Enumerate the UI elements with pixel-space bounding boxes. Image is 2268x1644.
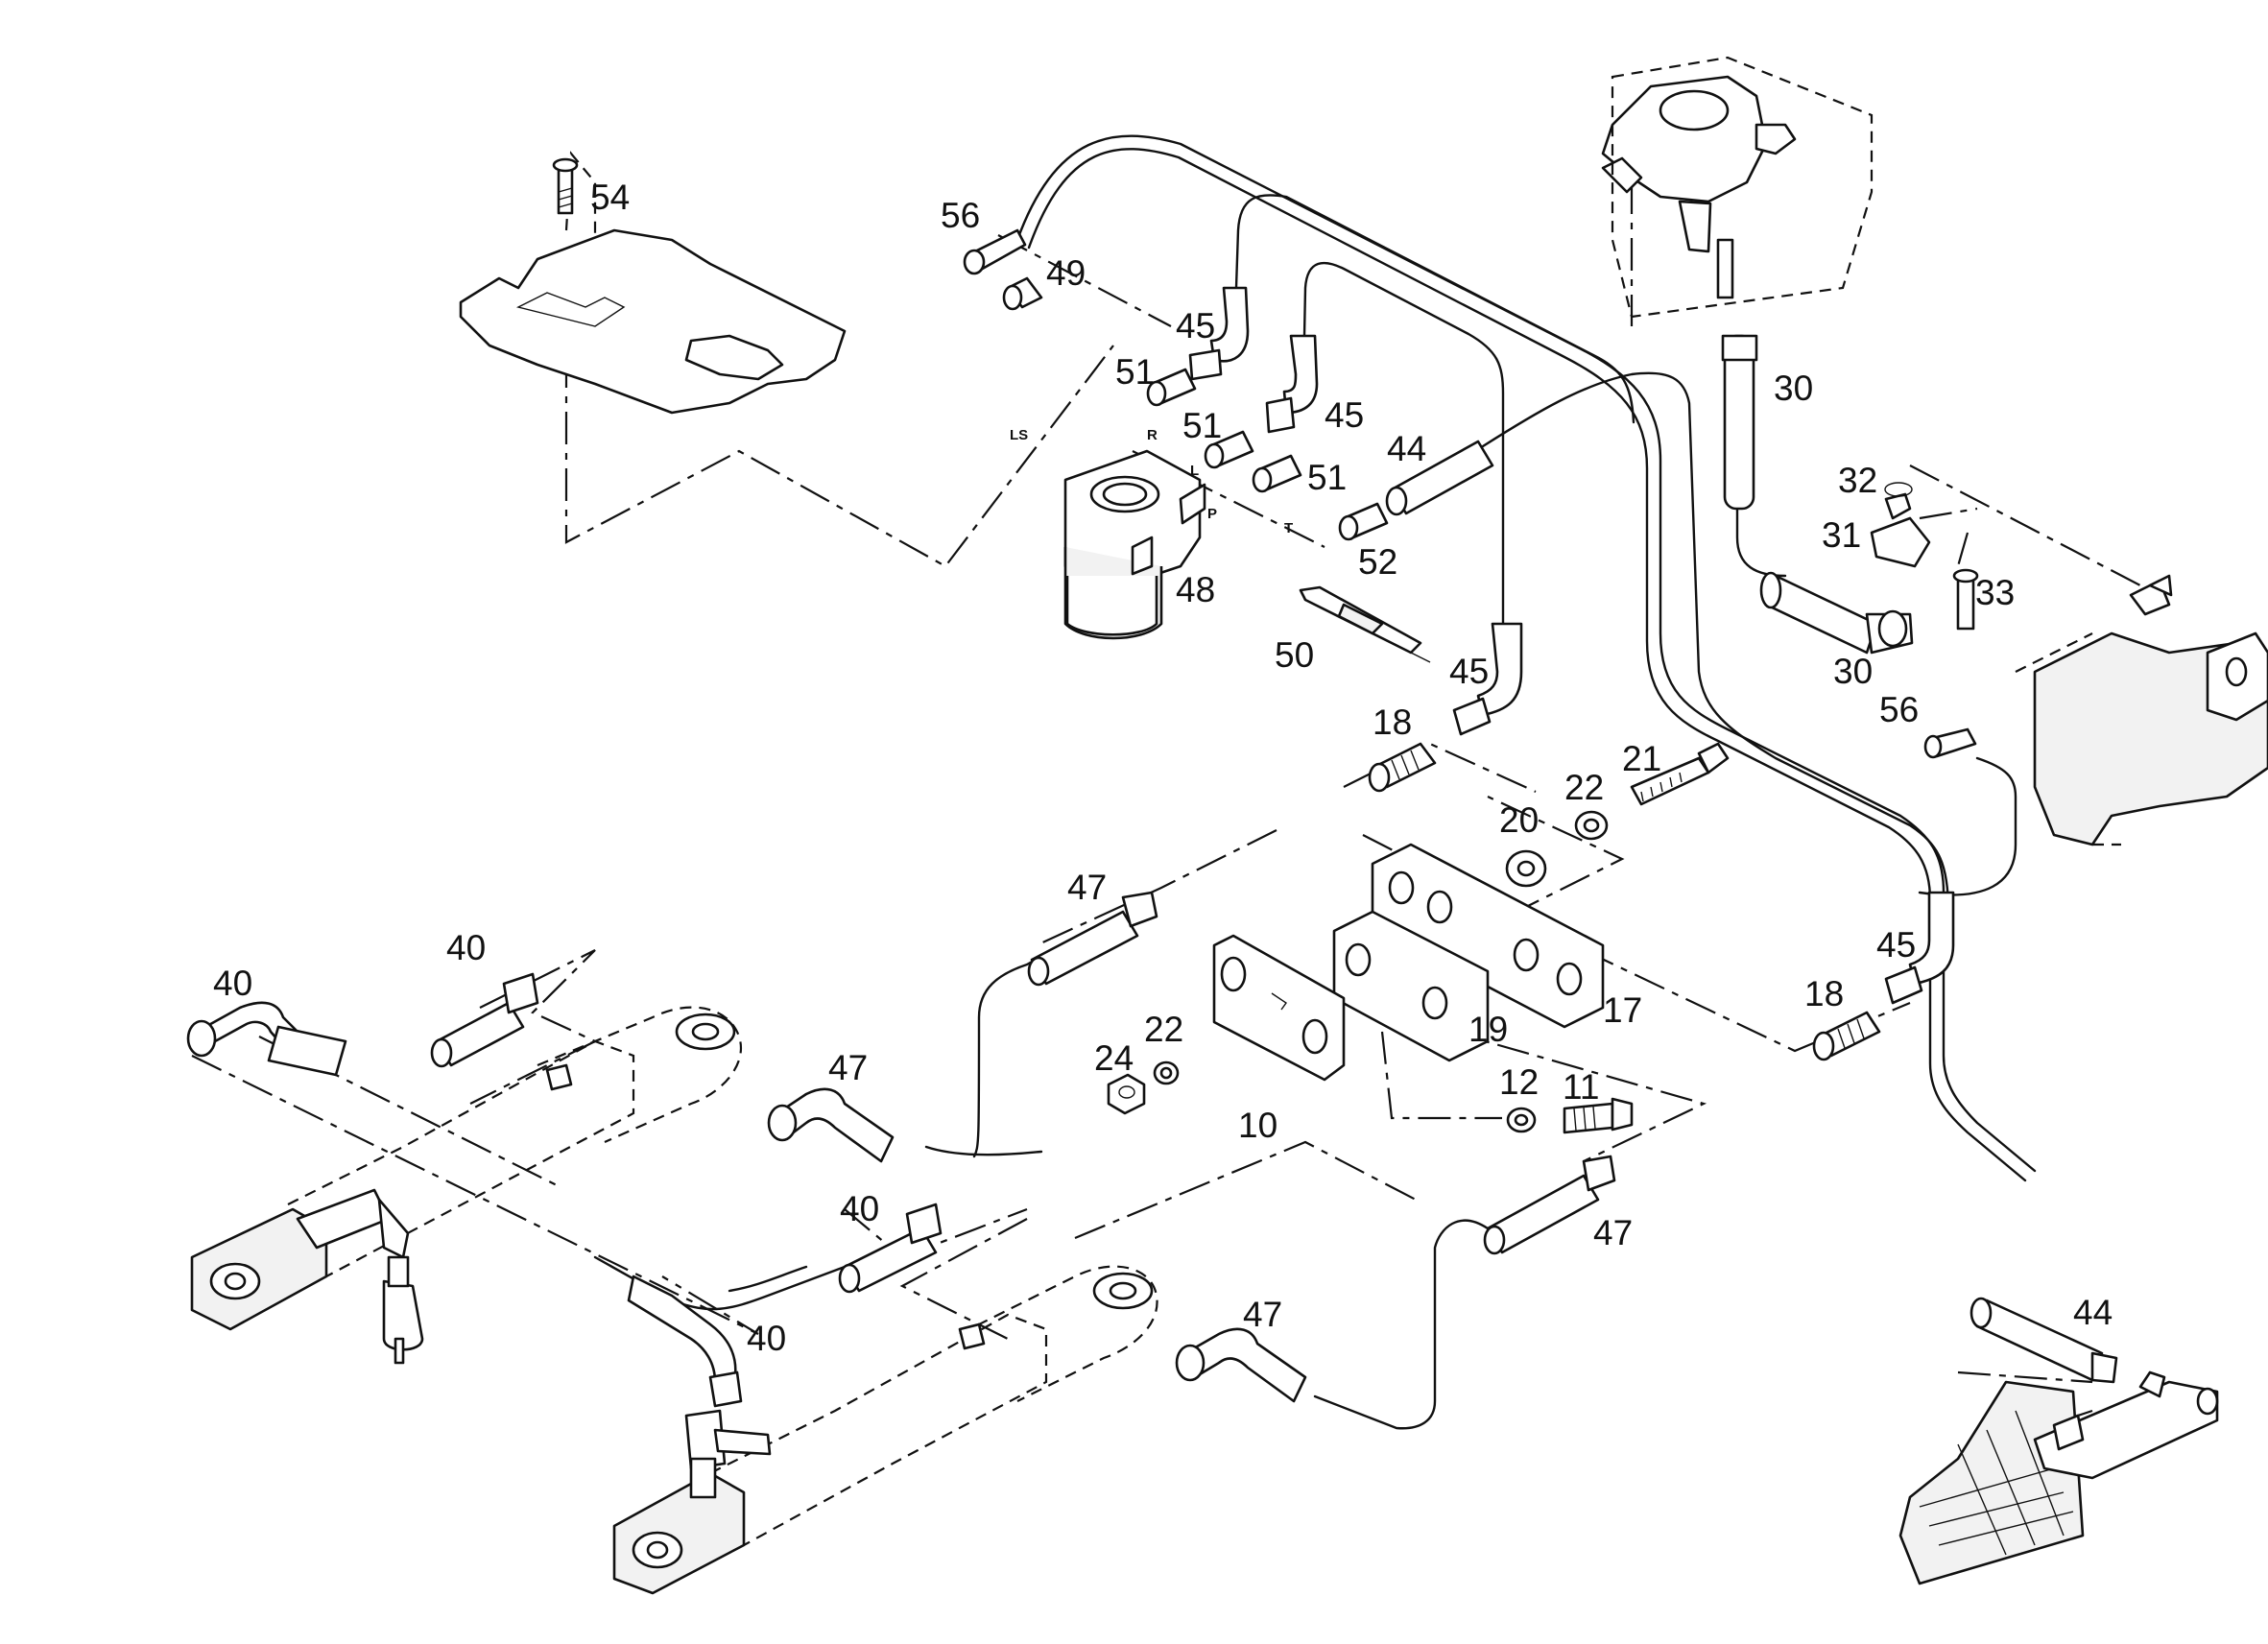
callout-31: 31 xyxy=(1822,515,1861,555)
callout-40-b: 40 xyxy=(213,964,252,1003)
callout-numbers: 54 56 49 45 51 51 45 51 44 52 48 50 45 1… xyxy=(213,178,2113,1358)
steering-cylinder-right xyxy=(612,1265,1158,1595)
port-p: P xyxy=(1207,506,1217,522)
callout-51-c: 51 xyxy=(1307,458,1347,497)
callout-45-d: 45 xyxy=(1876,925,1916,965)
callout-22-upper: 22 xyxy=(1564,768,1604,807)
hose-30-upper xyxy=(1721,334,1758,511)
port-r: R xyxy=(1147,427,1158,443)
lower-right-assembly xyxy=(1898,1297,2219,1585)
callout-56-right: 56 xyxy=(1879,690,1919,729)
callout-22-lower: 22 xyxy=(1144,1010,1183,1049)
washer-12 xyxy=(1506,1107,1537,1133)
callout-50: 50 xyxy=(1275,635,1314,675)
port-labels: LS R L P T xyxy=(1010,427,1293,536)
callout-32: 32 xyxy=(1838,461,1877,500)
callout-40-a: 40 xyxy=(446,928,486,967)
hose-30-elbow xyxy=(1759,571,1914,655)
callout-56-upper: 56 xyxy=(941,196,980,235)
callout-18-upper: 18 xyxy=(1373,703,1412,742)
callout-52: 52 xyxy=(1358,542,1397,582)
callout-47-c: 47 xyxy=(1593,1213,1633,1252)
bolt-11 xyxy=(1563,1097,1634,1134)
nut-24 xyxy=(1107,1073,1146,1115)
callout-54: 54 xyxy=(590,178,630,217)
callout-21: 21 xyxy=(1622,739,1661,778)
callout-40-d: 40 xyxy=(747,1319,786,1358)
washer-22-top xyxy=(1574,810,1609,841)
callout-49: 49 xyxy=(1046,253,1086,293)
port-ls: LS xyxy=(1010,427,1028,443)
steering-cylinder-left xyxy=(190,1006,742,1365)
port-l: L xyxy=(1190,463,1199,479)
clamp-31-32-33 xyxy=(1870,482,1979,631)
callout-10: 10 xyxy=(1238,1106,1277,1145)
callout-30-upper: 30 xyxy=(1774,369,1813,408)
spacer-20 xyxy=(1505,849,1547,888)
callout-19: 19 xyxy=(1468,1010,1508,1049)
callout-12: 12 xyxy=(1499,1062,1539,1102)
port-t: T xyxy=(1284,520,1293,536)
fittings-mid-right xyxy=(1812,891,1955,1061)
callout-44-lower: 44 xyxy=(2073,1293,2113,1332)
callout-47-d: 47 xyxy=(1243,1295,1282,1334)
callout-47-b: 47 xyxy=(828,1048,868,1087)
fittings-upper xyxy=(963,228,1977,793)
callout-40-c: 40 xyxy=(840,1189,879,1228)
plate-10 xyxy=(1212,934,1346,1082)
callout-51-a: 51 xyxy=(1115,352,1155,392)
callout-45-c: 45 xyxy=(1449,652,1489,691)
mounting-plate-54 xyxy=(459,151,847,415)
callout-45-a: 45 xyxy=(1176,306,1215,345)
priority-valve-block xyxy=(1601,56,1874,319)
steering-unit-48 xyxy=(1063,449,1206,640)
callout-20: 20 xyxy=(1499,800,1539,840)
callout-51-b: 51 xyxy=(1182,406,1222,445)
washer-22-low xyxy=(1153,1060,1180,1085)
pump-right xyxy=(2015,574,2268,846)
callout-45-b: 45 xyxy=(1325,395,1364,435)
callout-48: 48 xyxy=(1176,570,1215,609)
callout-30-lower: 30 xyxy=(1833,652,1873,691)
callout-47-a: 47 xyxy=(1067,868,1107,907)
callout-11: 11 xyxy=(1563,1067,1599,1107)
callout-44-upper: 44 xyxy=(1387,429,1426,468)
callout-18-lower: 18 xyxy=(1804,974,1844,1013)
callout-24: 24 xyxy=(1094,1038,1134,1078)
callout-33: 33 xyxy=(1975,573,2015,612)
tool-50 xyxy=(1299,585,1431,663)
callout-17: 17 xyxy=(1603,990,1642,1030)
bolt-21 xyxy=(1630,742,1730,806)
hoses-40-47-lower xyxy=(186,891,1616,1408)
